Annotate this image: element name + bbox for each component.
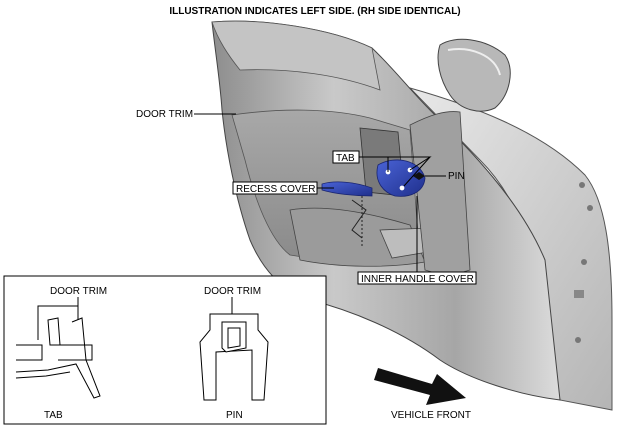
tab-detail-caption: TAB <box>44 410 63 421</box>
vehicle-front-label: VEHICLE FRONT <box>391 410 471 421</box>
pin-detail-caption: PIN <box>226 410 243 421</box>
tab-detail-door-trim-label: DOOR TRIM <box>50 286 107 297</box>
pin-marker <box>413 172 425 180</box>
illustration-title: ILLUSTRATION INDICATES LEFT SIDE. (RH SI… <box>169 6 460 17</box>
recess-cover-label: RECESS COVER <box>236 184 315 195</box>
detail-inset: DOOR TRIM TAB DOOR TRIM PIN <box>3 275 327 425</box>
pin-detail-door-trim-label: DOOR TRIM <box>204 286 261 297</box>
inner-handle-cover-highlight <box>376 159 426 197</box>
door-illustration <box>211 20 613 411</box>
tab-label: TAB <box>336 153 355 164</box>
recess-cover-highlight <box>321 181 373 197</box>
vehicle-front-arrow <box>374 368 466 405</box>
door-trim-label: DOOR TRIM <box>136 109 193 120</box>
pin-label: PIN <box>448 171 465 182</box>
inner-handle-cover-label: INNER HANDLE COVER <box>361 274 474 285</box>
